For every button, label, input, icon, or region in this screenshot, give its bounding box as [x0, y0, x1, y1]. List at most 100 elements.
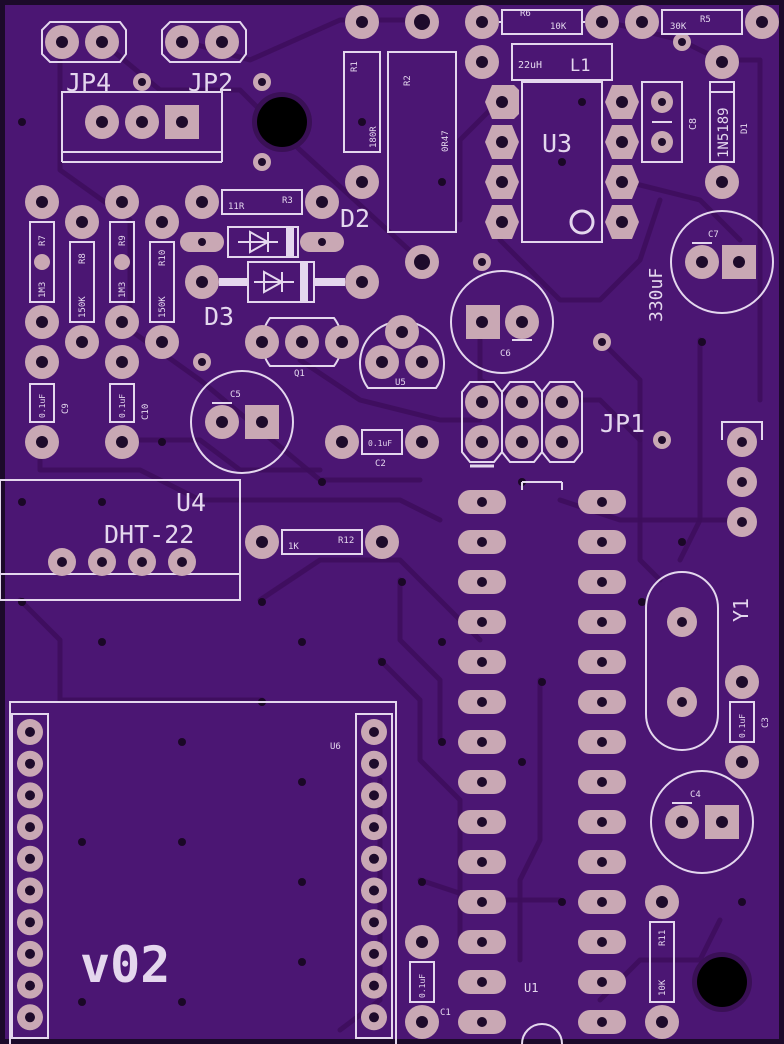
capacitor-c8[interactable]: C8: [641, 81, 699, 163]
mounting-holes: [252, 92, 752, 1012]
u1-pin-hole: [477, 937, 487, 947]
u6-pin-hole: [369, 853, 379, 864]
c9-label: C9: [61, 403, 71, 414]
capacitor-c5[interactable]: C5: [190, 370, 294, 474]
u6-pin-hole: [369, 758, 379, 769]
resistor-r9[interactable]: R9 1M3: [105, 185, 139, 339]
u1-pin-hole: [477, 537, 487, 547]
u1-pin-hole: [597, 657, 607, 667]
u1-pin-hole: [597, 937, 607, 947]
capacitor-c10[interactable]: 0.1uF C10: [105, 345, 151, 459]
resistor-r1[interactable]: R1 180R: [343, 51, 381, 153]
resistor-r12[interactable]: 1K R12: [245, 525, 399, 559]
ic-u3[interactable]: U3: [485, 81, 639, 243]
q1-label: Q1: [294, 369, 305, 379]
u6-pin-hole: [369, 727, 379, 737]
resistor-r8[interactable]: R8 150K: [65, 205, 99, 359]
u5-label: U5: [395, 378, 406, 388]
capacitor-c3[interactable]: 0.1uF C3: [725, 665, 771, 779]
d3-label: D3: [204, 302, 234, 331]
sensor-u5[interactable]: U5: [359, 315, 445, 389]
u6-pin-hole: [369, 948, 379, 959]
jp2-header[interactable]: JP2: [161, 21, 247, 97]
dht22-label: DHT-22: [104, 520, 194, 549]
version-label: v02: [80, 936, 170, 994]
c7-value: 330uF: [646, 268, 667, 322]
u6-pin-hole: [25, 885, 35, 896]
u1-pin-hole: [477, 817, 487, 827]
l1-label: L1: [570, 56, 590, 76]
u1-pins-left: [458, 490, 506, 1034]
module-u6[interactable]: U6: [9, 701, 397, 1044]
transistor-q1[interactable]: Q1: [245, 317, 359, 379]
r12-label: R12: [338, 536, 354, 546]
u1-pin-hole: [477, 617, 487, 627]
capacitor-c4[interactable]: C4: [650, 770, 754, 874]
r6-label: R6: [520, 9, 531, 19]
capacitor-c6[interactable]: C6: [450, 270, 554, 374]
u1-pin-hole: [597, 857, 607, 867]
resistor-r7[interactable]: R7 1M3: [25, 185, 59, 339]
c2-label: C2: [375, 459, 386, 469]
u1-pin-hole: [597, 817, 607, 827]
u1-pin-hole: [477, 777, 487, 787]
r1-label: R1: [350, 61, 360, 72]
r7-label: R7: [38, 235, 48, 246]
u1-pin-hole: [597, 617, 607, 627]
u1-pin-hole: [477, 737, 487, 747]
resistor-r2[interactable]: R2 0R47: [387, 51, 457, 233]
inductor-l1[interactable]: 22uH L1: [511, 43, 613, 81]
u6-pins: [17, 719, 387, 1031]
c7-label: C7: [708, 230, 719, 240]
r5-label: R5: [700, 15, 711, 25]
u6-pin-hole: [369, 822, 379, 833]
r9-label: R9: [118, 235, 128, 246]
c3-label: C3: [761, 717, 771, 728]
resistor-r3[interactable]: 11R R3: [185, 185, 339, 219]
r10-label: R10: [158, 250, 168, 266]
r11-label: R11: [658, 930, 668, 946]
capacitor-c9[interactable]: 0.1uF C9: [25, 345, 71, 459]
y1-label: Y1: [729, 598, 753, 622]
c10-value: 0.1uF: [118, 394, 127, 418]
jp1-header[interactable]: JP1: [461, 381, 645, 468]
sensor-u4-dht22[interactable]: U4 DHT-22: [0, 479, 241, 601]
u6-pin-hole: [25, 980, 35, 991]
diode-d3[interactable]: D3: [185, 261, 379, 331]
u1-pin-hole: [477, 1017, 487, 1027]
capacitor-c1[interactable]: 0.1uF C1: [405, 925, 451, 1039]
capacitor-c7[interactable]: C7 330uF: [646, 210, 774, 322]
u1-pin-hole: [597, 697, 607, 707]
c8-label: C8: [688, 118, 699, 130]
c5-label: C5: [230, 390, 241, 400]
r2-value: 0R47: [441, 130, 451, 152]
diode-d2[interactable]: D2: [180, 204, 370, 258]
r1-value: 180R: [369, 126, 379, 148]
u6-pin-hole: [25, 853, 35, 864]
c2-value: 0.1uF: [368, 439, 392, 448]
resistor-r5[interactable]: 30K R5: [625, 5, 779, 39]
u1-pin-hole: [597, 577, 607, 587]
diode-d1[interactable]: 1N5189 D1: [709, 81, 750, 163]
crystal-y1[interactable]: Y1: [645, 571, 753, 751]
u6-pin-hole: [25, 790, 35, 801]
r8-label: R8: [78, 253, 88, 264]
r8-value: 150K: [78, 296, 88, 318]
regulator-3pin[interactable]: [61, 91, 223, 163]
d2-label: D2: [340, 204, 370, 233]
c4-label: C4: [690, 790, 701, 800]
u6-pin-hole: [369, 885, 379, 896]
resistor-r10[interactable]: R10 150K: [145, 205, 179, 359]
r3-label: R3: [282, 196, 293, 206]
resistor-r11[interactable]: R11 10K: [645, 885, 679, 1039]
u6-pin-hole: [25, 917, 35, 928]
resistor-r6[interactable]: R6 10K: [465, 5, 619, 39]
top-pads[interactable]: [345, 5, 739, 279]
ic-u1[interactable]: U1: [458, 481, 626, 1044]
u6-pin-hole: [369, 980, 379, 991]
right-connector[interactable]: [721, 421, 763, 537]
r3-value: 11R: [228, 202, 245, 212]
capacitor-c2[interactable]: 0.1uF C2: [325, 425, 439, 469]
r9-value: 1M3: [118, 282, 128, 298]
